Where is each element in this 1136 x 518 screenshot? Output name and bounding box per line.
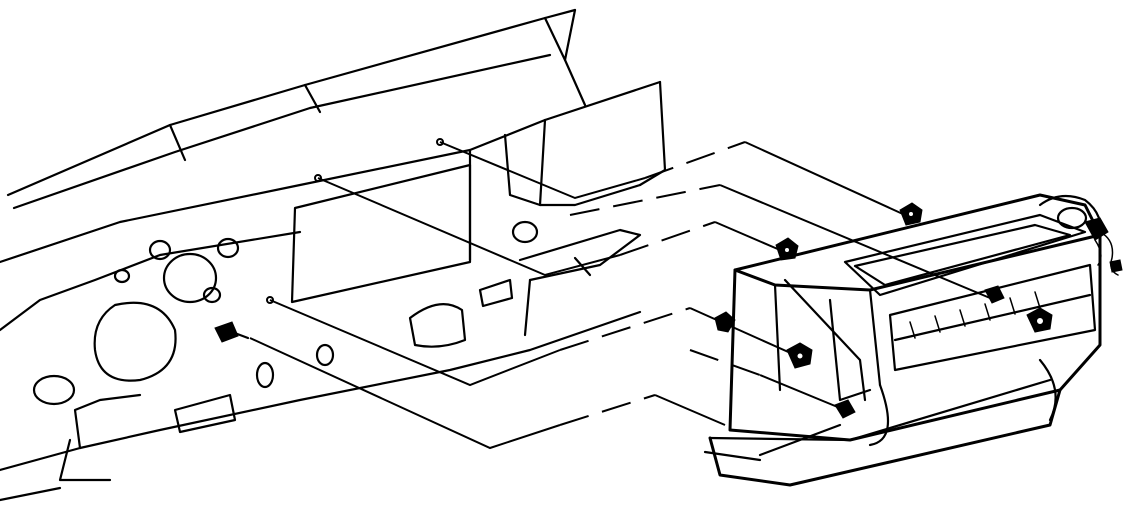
- bracket-clip-bottom: [834, 399, 856, 419]
- bulkhead-hole-small-4: [113, 268, 131, 284]
- bulkhead-clip: [478, 278, 514, 308]
- front-rib-2: [828, 298, 872, 402]
- module-top-inner: [853, 223, 1072, 287]
- bulkhead-cutout: [93, 301, 177, 382]
- leader-2-end: [714, 221, 781, 251]
- leader-5-end: [654, 394, 726, 426]
- stud-nut-top: [899, 202, 923, 226]
- dash-mid-edge: [0, 80, 662, 264]
- dash-right-cap: [638, 80, 667, 187]
- screw-fastener: [214, 321, 250, 343]
- small-bolt-center: [984, 285, 1005, 304]
- bulkhead-upper-line: [0, 230, 302, 332]
- vent-channel-drop: [523, 278, 532, 337]
- hex-nut-front: [786, 342, 813, 369]
- stud-nut-left: [775, 237, 799, 261]
- floor-edge: [0, 486, 62, 502]
- duct-port: [511, 220, 539, 244]
- vent-channel-rib: [573, 256, 592, 277]
- lower-housing-curve-1: [868, 383, 890, 447]
- screw-head: [214, 321, 239, 343]
- bulkhead-hole-small-2: [216, 237, 240, 259]
- bulkhead-slot: [173, 393, 237, 434]
- vent-duct-side: [503, 133, 542, 207]
- vent-outlet-upper: [538, 118, 642, 207]
- bulkhead-cutout-2: [408, 302, 467, 348]
- bulkhead-hole-large: [162, 252, 218, 304]
- dash-pad-fold-1: [168, 123, 187, 162]
- blower-motor-end: [1056, 206, 1088, 230]
- bulkhead-hole-6: [315, 343, 335, 367]
- leader-4-solid: [269, 299, 561, 387]
- blower-connector: [1038, 194, 1123, 276]
- front-panel-seam: [893, 293, 1092, 342]
- lower-rail: [758, 423, 842, 457]
- module-fasteners: [714, 202, 1053, 419]
- leader-2-dash: [619, 221, 716, 256]
- vent-channel-lower: [518, 228, 642, 282]
- wire-plug: [1109, 259, 1123, 273]
- leader-5-dash: [559, 394, 656, 426]
- leader-2-solid: [317, 177, 621, 277]
- dash-pad-lower-edge: [12, 53, 552, 210]
- leader-1-solid: [439, 141, 646, 200]
- front-rib-3: [868, 288, 882, 387]
- hex-nut-right: [1026, 307, 1053, 333]
- leader-5-solid: [249, 337, 561, 450]
- bracket-clip-left: [714, 311, 736, 333]
- leader-4-dash: [559, 307, 691, 351]
- dashboard-panel: [0, 8, 667, 502]
- bulkhead-hole-small-1: [148, 239, 172, 261]
- leader-6-end: [759, 374, 841, 409]
- front-diagonal-brace: [783, 278, 867, 402]
- wire-connector: [1084, 217, 1109, 241]
- panel-opening: [290, 163, 472, 304]
- bulkhead-hole-small-3: [202, 286, 222, 304]
- leader-6-dash: [689, 349, 761, 376]
- screw-shank: [230, 330, 250, 340]
- floor-bracket: [58, 438, 112, 482]
- lower-housing-curve-2: [1038, 358, 1057, 422]
- hvac-module: [703, 193, 1102, 487]
- front-panel-tabs: [909, 291, 1041, 339]
- module-base-seam: [708, 378, 1052, 442]
- leader-1-end: [744, 141, 906, 216]
- dash-pad-fold-2: [303, 83, 322, 114]
- module-foot: [703, 450, 762, 462]
- front-panel-recess: [888, 263, 1097, 372]
- front-rib-1: [773, 283, 782, 392]
- dash-pad-end-lower: [563, 58, 587, 107]
- bulkhead-hole-5: [255, 361, 275, 389]
- leader-3-dash: [569, 184, 721, 216]
- bulkhead-oval-hole: [32, 374, 76, 406]
- leader-4-end: [689, 307, 796, 356]
- module-top-recess: [843, 213, 1087, 297]
- dash-top-edge: [6, 8, 577, 197]
- bulkhead-corner: [73, 393, 142, 450]
- leader-1-dash: [644, 141, 746, 179]
- module-front-outline: [728, 233, 1102, 442]
- wire-harness-2: [1094, 239, 1102, 266]
